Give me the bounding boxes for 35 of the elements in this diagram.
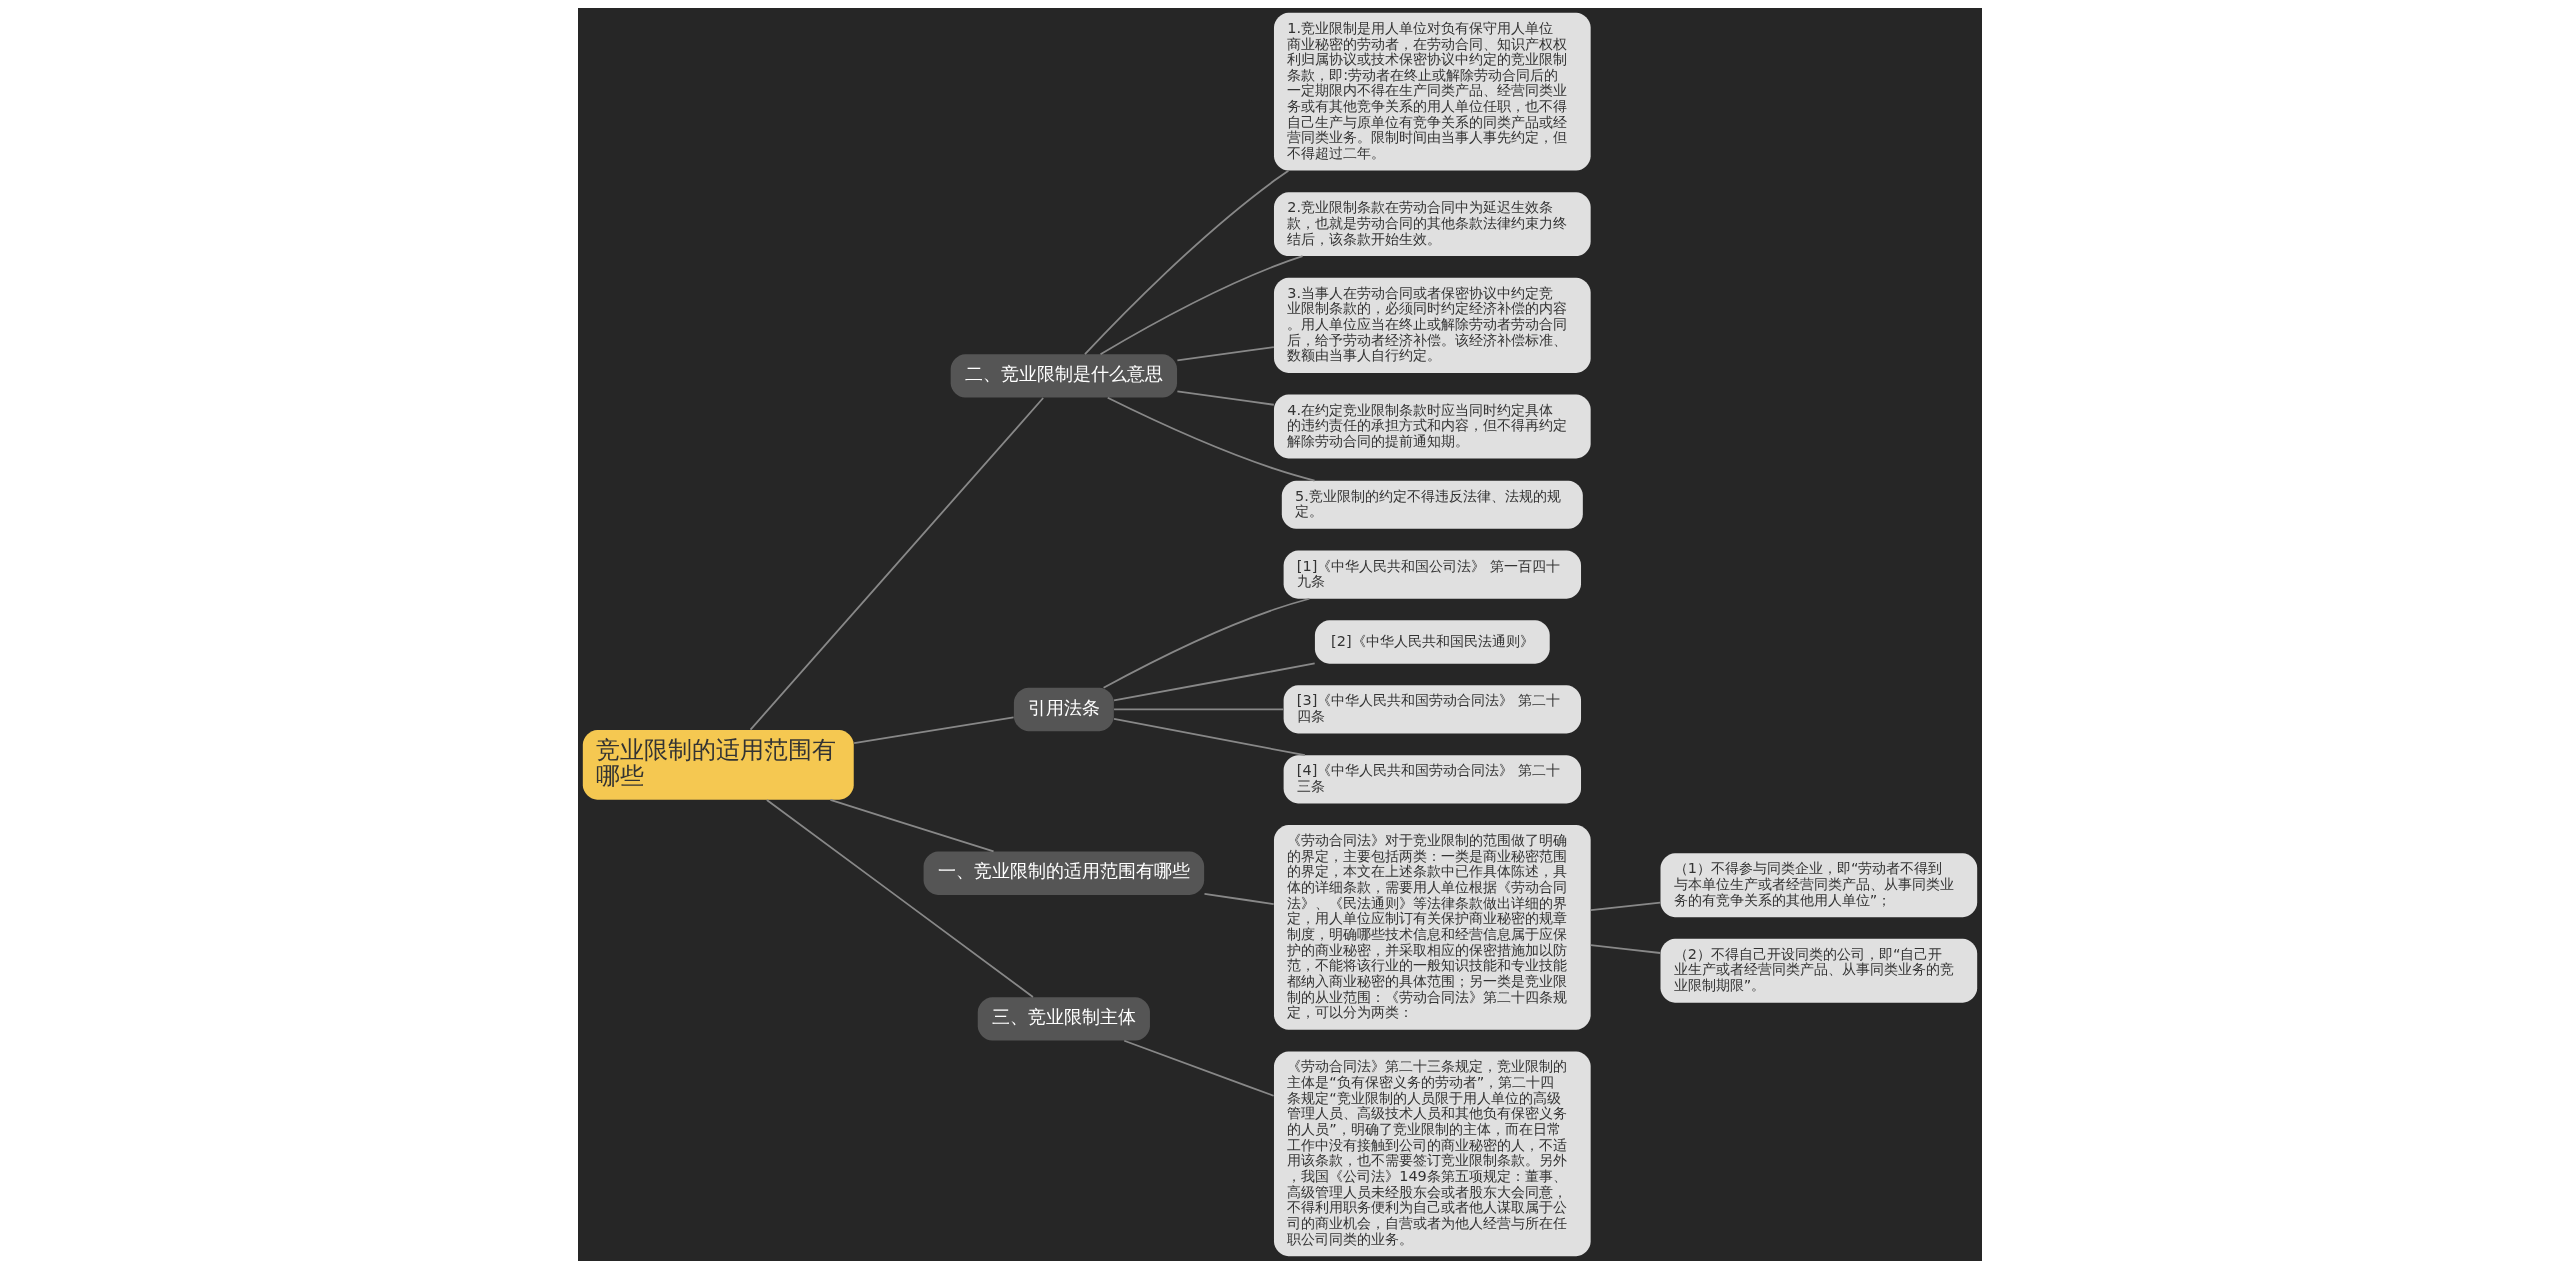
connector <box>1203 892 1275 905</box>
connector <box>1102 597 1311 689</box>
connector <box>1589 944 1662 954</box>
node-box: [3]《中华人民共和国劳动合同法》 第二十四条 <box>1283 685 1582 734</box>
node-box: （2）不得自己开设同类的公司，即“自己开业生产或者经营同类产品、从事同类业务的竞业限制期限”。 <box>1660 938 1978 1003</box>
connector <box>829 799 995 853</box>
connector <box>1123 1039 1275 1097</box>
node-box: [2]《中华人民共和国民法通则》 <box>1314 620 1550 664</box>
connector <box>1099 255 1304 356</box>
node-box: 1.竞业限制是用人单位对负有保守用人单位商业秘密的劳动者，在劳动合同、知识产权权利归属协议或技术保密协议中约定的竞业限制条款，即:劳动者在终止或解除劳动合同后的一定期限内不得在生产同类产品、经营同类业务或有其他竞争关系的用人单位任职，也不得自己生产与原单位有竞争关系的同类产品或经营同类业务。限制时间由当事人事先约定，但不得超过二年。 <box>1274 12 1591 171</box>
node-box: 3.当事人在劳动合同或者保密协议中约定竞业限制条款的，必须同时约定经济补偿的内容。用人单位应当在终止或解除劳动者劳动合同后，给予劳动者经济补偿。该经济补偿标准、数额由当事人自行约定。 <box>1274 277 1591 373</box>
node-box: [4]《中华人民共和国劳动合同法》 第二十三条 <box>1283 755 1582 804</box>
node-box: [1]《中华人民共和国公司法》 第一百四十九条 <box>1283 550 1582 599</box>
connector <box>749 397 1045 731</box>
connector <box>1113 717 1306 757</box>
node-box: 三、竞业限制主体 <box>977 997 1150 1041</box>
connector <box>853 716 1015 744</box>
node-box: 一、竞业限制的适用范围有哪些 <box>923 851 1205 895</box>
node-box: 《劳动合同法》对于竞业限制的范围做了明确的界定，主要包括两类：一类是商业秘密范围的界定，本文在上述条款中已作具体陈述，具体的详细条款，需要用人单位根据《劳动合同法》、《民法通则》等法律条款做出详细的界定，用人单位应制订有关保护商业秘密的规章制度，明确哪些技术信息和经营信息属于应保护的商业秘密，并采取相应的保密措施加以防范，不能将该行业的一般知识技能和专业技能都纳入商业秘密的具体范围；另一类是竞业限制的从业范围：《劳动合同法》第二十四条规定，可以分为两类： <box>1274 825 1591 1030</box>
connector <box>1589 901 1662 912</box>
node-box: 《劳动合同法》第二十三条规定，竞业限制的主体是“负有保密义务的劳动者”，第二十四条规定“竞业限制的人员限于用人单位的高级管理人员、高级技术人员和其他负有保密义务的人员”，明确了竞业限制的主体，而在日常工作中没有接触到公司的商业秘密的人，不适用该条款，也不需要签订竞业限制条款。另外，我国《公司法》149条第五项规定：董事、高级管理人员未经股东会或者股东大会同意，不得利用职务便利为自己或者他人谋取属于公司的商业机会，自营或者为他人经营与所在任职公司同类的业务。 <box>1274 1051 1591 1257</box>
node-box: （1）不得参与同类企业，即“劳动者不得到与本单位生产或者经营同类产品、从事同类业务的有竞争关系的其他用人单位”； <box>1660 853 1978 918</box>
connector <box>1176 390 1275 406</box>
node-box: 4.在约定竞业限制条款时应当同时约定具体的违约责任的承担方式和内容，但不得再约定解除劳动合同的提前通知期。 <box>1274 394 1591 459</box>
connector <box>1176 346 1275 362</box>
connector <box>1106 396 1316 482</box>
node-box: 5.竞业限制的约定不得违反法律、法规的规定。 <box>1281 480 1583 529</box>
connector <box>1113 662 1316 702</box>
node-box: 竞业限制的适用范围有哪些 <box>582 729 854 800</box>
node-box: 二、竞业限制是什么意思 <box>950 354 1178 398</box>
connector <box>1113 708 1285 711</box>
connector <box>765 799 1034 998</box>
node-box: 2.竞业限制条款在劳动合同中为延迟生效条款，也就是劳动合同的其他条款法律约束力终结后，该条款开始生效。 <box>1274 192 1591 257</box>
connector <box>1084 169 1290 356</box>
node-box: 引用法条 <box>1013 687 1114 732</box>
